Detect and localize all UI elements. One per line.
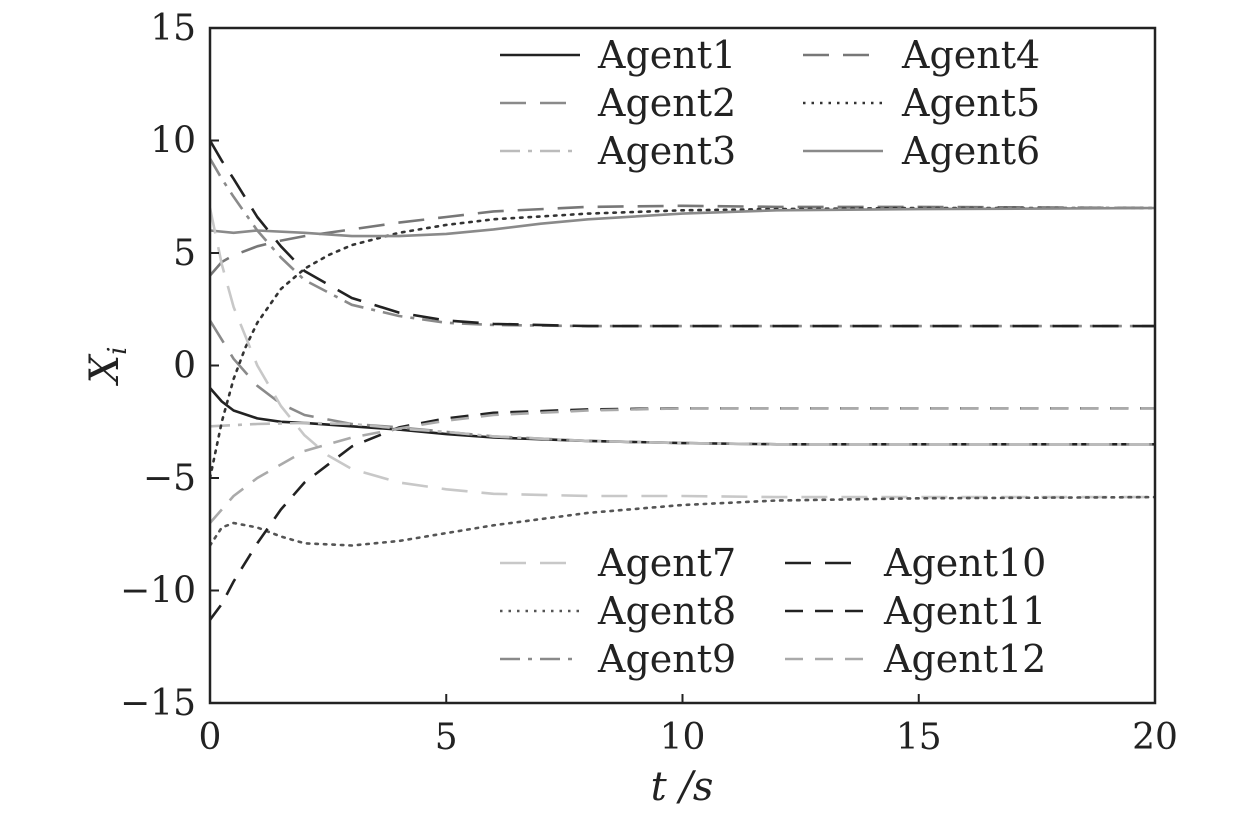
y-tick-label: −5 bbox=[143, 458, 196, 499]
legend-label-agent8: Agent8 bbox=[597, 589, 736, 633]
legend-label-agent12: Agent12 bbox=[883, 637, 1046, 681]
legend-label-agent4: Agent4 bbox=[901, 33, 1040, 77]
y-tick-label: 10 bbox=[150, 121, 196, 162]
legend-label-agent11: Agent11 bbox=[883, 589, 1046, 633]
x-tick-label: 10 bbox=[660, 717, 706, 758]
legend-label-agent7: Agent7 bbox=[597, 541, 736, 585]
x-tick-label: 5 bbox=[435, 717, 458, 758]
x-tick-label: 0 bbox=[199, 717, 222, 758]
series-line-agent6 bbox=[210, 206, 1155, 238]
legend-label-agent2: Agent2 bbox=[597, 81, 736, 125]
series-line-agent10 bbox=[210, 139, 1155, 328]
x-axis-label: t /s bbox=[651, 764, 714, 810]
series-line-agent1 bbox=[210, 387, 1155, 446]
legend-label-agent9: Agent9 bbox=[597, 637, 736, 681]
legend-label-agent6: Agent6 bbox=[901, 129, 1040, 173]
x-tick-label: 20 bbox=[1132, 717, 1178, 758]
series-line-agent9 bbox=[210, 157, 1155, 328]
series-line-agent8 bbox=[210, 495, 1155, 547]
y-tick-label: 5 bbox=[173, 233, 196, 274]
y-tick-label: −15 bbox=[120, 683, 196, 724]
svg-text:Xi: Xi bbox=[82, 347, 133, 387]
series-line-agent4 bbox=[210, 204, 1155, 277]
y-tick-label: 0 bbox=[173, 346, 196, 387]
legend-label-agent3: Agent3 bbox=[597, 129, 736, 173]
series-line-agent5 bbox=[210, 206, 1155, 480]
axes-layer: 0 5 10 15 20 −15 −10 −5 0 5 10 15 bbox=[120, 8, 1178, 758]
y-tick-label: −10 bbox=[120, 571, 196, 612]
legend-label-agent5: Agent5 bbox=[901, 81, 1040, 125]
series-line-agent7 bbox=[210, 207, 1155, 499]
series-line-agent12 bbox=[210, 406, 1155, 524]
legend-label-agent10: Agent10 bbox=[883, 541, 1046, 585]
legend-label-agent1: Agent1 bbox=[597, 33, 736, 77]
y-axis-label: Xi bbox=[82, 347, 133, 387]
series-line-agent3 bbox=[210, 421, 1155, 446]
y-tick-label: 15 bbox=[150, 8, 196, 49]
x-tick-label: 15 bbox=[896, 717, 942, 758]
series-layer bbox=[210, 139, 1155, 621]
